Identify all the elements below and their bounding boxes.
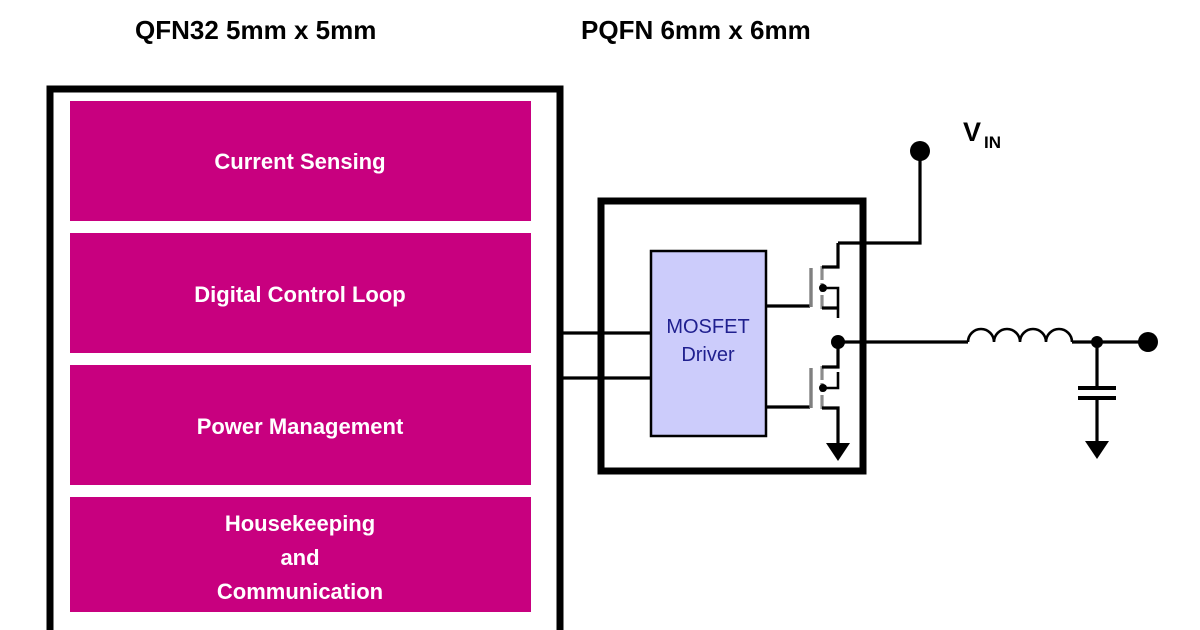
high-side-mosfet (766, 243, 840, 318)
pqfn-package-outline (597, 197, 867, 475)
low-side-body-tie (822, 372, 840, 390)
low-side-source-lead (822, 406, 840, 443)
low-side-body-dot (819, 384, 827, 392)
vin-supply-wire (838, 157, 922, 245)
vin-label: V (963, 117, 981, 147)
block-housekeeping-line-3: Communication (217, 579, 383, 604)
vin-terminal-dot (910, 141, 930, 161)
right-package-title: PQFN 6mm x 6mm (581, 15, 811, 45)
block-housekeeping-line-1: Housekeeping (225, 511, 375, 536)
power-ground-symbol (826, 443, 850, 461)
output-inductor (966, 327, 1074, 343)
block-housekeeping-line-2: and (280, 545, 319, 570)
block-power-management-label: Power Management (197, 414, 404, 439)
block-housekeeping-communication[interactable] (70, 497, 531, 612)
block-power-management[interactable] (70, 365, 531, 485)
qfn32-package-outline (46, 85, 564, 630)
block-current-sensing-label: Current Sensing (214, 149, 385, 174)
block-digital-control-loop-label: Digital Control Loop (194, 282, 405, 307)
mosfet-driver-label-line-1: MOSFET (666, 316, 749, 338)
high-side-body-dot (819, 284, 827, 292)
vin-subscript-label: IN (984, 133, 1001, 152)
low-side-mosfet (766, 345, 850, 461)
mosfet-driver-label-line-2: Driver (681, 344, 735, 366)
low-side-drain-lead (822, 345, 840, 369)
high-side-drain-lead (822, 243, 840, 269)
high-side-body-tie (822, 286, 840, 318)
block-current-sensing[interactable] (70, 101, 531, 221)
mosfet-driver-block[interactable] (649, 249, 768, 438)
output-terminal-dot (1138, 332, 1158, 352)
output-ground-symbol (1085, 441, 1109, 459)
left-package-title: QFN32 5mm x 5mm (135, 15, 376, 45)
block-digital-control-loop[interactable] (70, 233, 531, 353)
